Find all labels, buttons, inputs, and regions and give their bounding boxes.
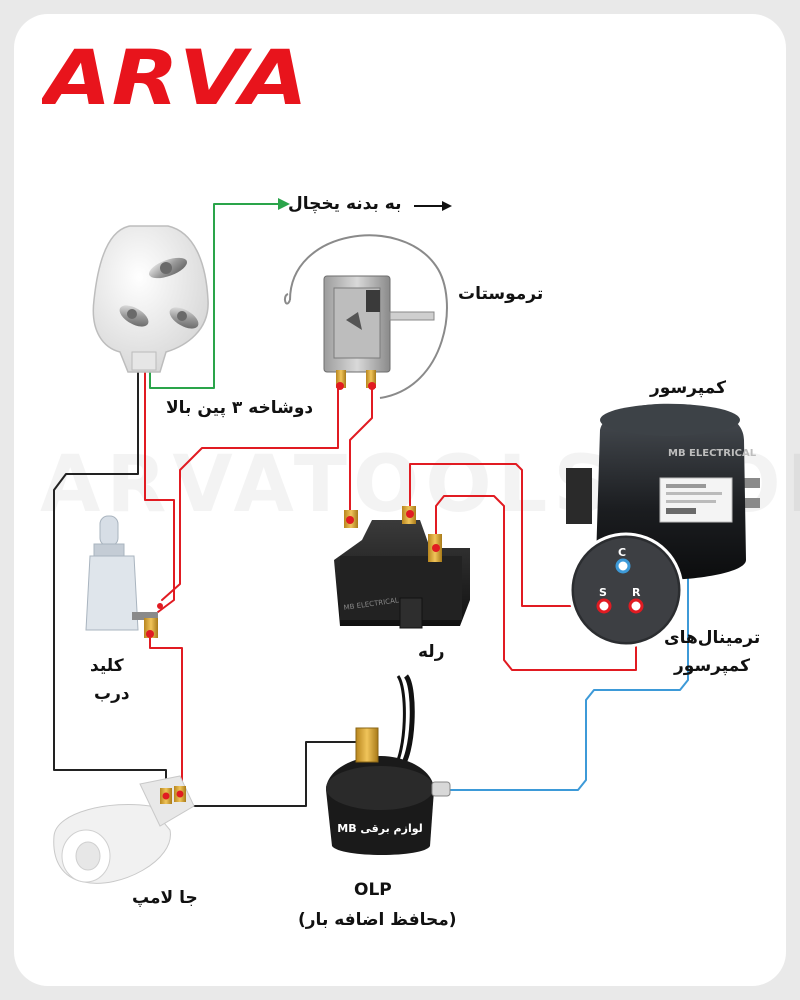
terminal-c-label: C	[618, 546, 626, 559]
red-wire-plug-switch	[144, 369, 175, 613]
terminal-s-label: S	[599, 586, 607, 599]
body-ground-label: به بدنه یخچال	[288, 194, 402, 214]
door-switch-label-1: کلید	[90, 656, 124, 676]
red-wire-thermo-relay	[349, 383, 373, 521]
three-pin-plug	[92, 225, 209, 373]
olp-label: OLP	[354, 880, 392, 900]
black-wire-lamp-olp	[169, 741, 357, 807]
svg-text:ARVA: ARVA	[42, 42, 308, 112]
red-wire-relay-r	[435, 495, 637, 671]
terminal-r	[628, 598, 644, 614]
compressor: MB ELECTRICAL	[566, 403, 760, 648]
body-arrow	[414, 201, 452, 211]
compressor-terminals: C S R	[596, 546, 644, 614]
plug-label: دوشاخه ۳ پین بالا	[166, 398, 314, 418]
lamp-socket-label: جا لامپ	[132, 888, 198, 908]
terminal-s	[596, 598, 612, 614]
compressor-terminals-label-1: ترمینال‌های	[664, 628, 761, 648]
compressor-label: کمپرسور	[650, 378, 726, 398]
compressor-brand: MB ELECTRICAL	[668, 448, 757, 459]
terminal-c	[615, 558, 631, 574]
wires	[53, 198, 689, 807]
olp-stamp: لوازم برقی MB	[337, 822, 423, 835]
lamp-socket	[53, 775, 195, 884]
door-switch	[85, 515, 163, 638]
thermostat	[283, 234, 448, 399]
terminal-r-label: R	[632, 586, 641, 599]
red-wire-relay-s	[409, 463, 601, 607]
red-wire-thermo-switch	[161, 383, 339, 601]
olp: لوازم برقی MB	[326, 674, 451, 855]
door-switch-label-2: درب	[94, 684, 130, 704]
olp-description: (محافظ اضافه بار)	[298, 910, 457, 930]
thermostat-label: ترموستات	[458, 284, 544, 304]
arva-logo: ARVA	[42, 42, 308, 112]
relay: MB ELECTRICAL	[334, 506, 470, 629]
compressor-terminals-label-2: کمپرسور	[674, 656, 750, 676]
ground-arrow	[278, 198, 290, 210]
relay-label: رله	[418, 642, 445, 662]
ground-wire	[149, 203, 279, 389]
black-wire-plug-lamp	[53, 369, 167, 791]
